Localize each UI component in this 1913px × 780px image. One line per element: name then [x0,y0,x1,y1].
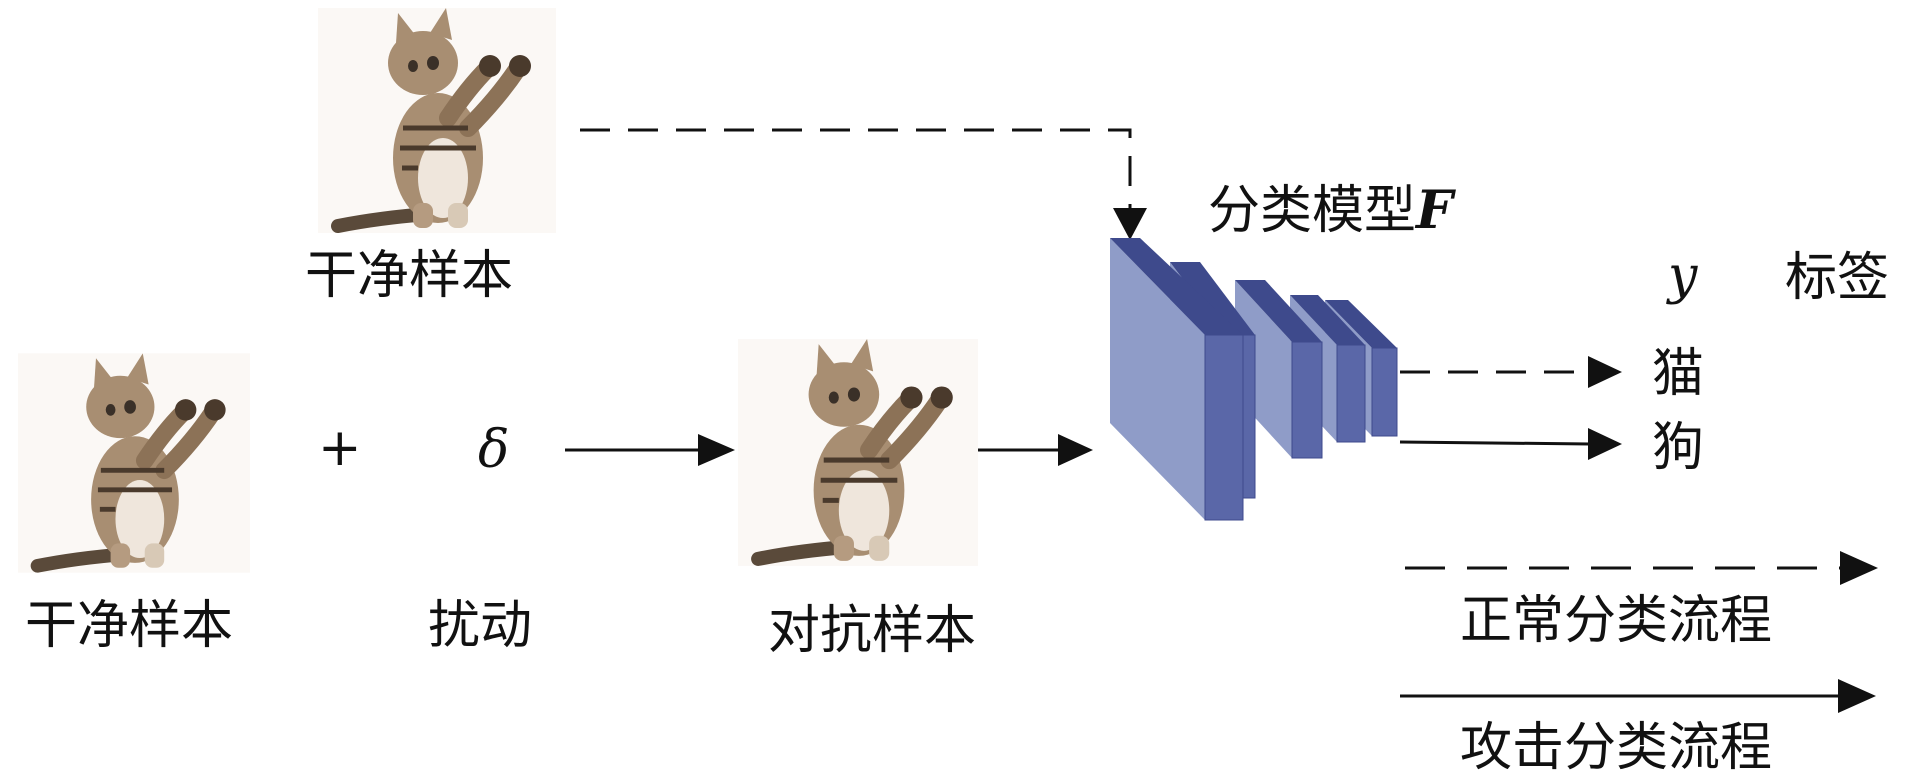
model-layer-3-top [1235,280,1322,342]
clean-sample-left-label: 干净样本 [25,596,234,656]
normal-output-arrowhead [1588,356,1622,388]
classifier-model-layers [1110,238,1398,521]
model-layer-5-top [1325,300,1397,348]
label-heading: 标签 [1785,248,1890,308]
cat-image-clean-top [318,8,556,233]
legend-normal-arrowhead [1840,551,1878,585]
adversarial-to-model-arrowhead [1058,434,1093,466]
cat-image-clean-left [18,353,250,573]
perturbation-label: 扰动 [428,596,533,656]
legend-attack-arrowhead [1838,679,1876,713]
y-symbol: y [1668,246,1698,306]
model-layer-1-front [1204,334,1244,521]
attack-output-solid-arrow [1399,440,1591,446]
cat-image-adversarial [738,339,978,566]
classifier-model-text: 分类模型 [1208,181,1417,241]
legend-normal-label: 正常分类流程 [1460,591,1773,651]
model-layer-3-side [1235,280,1292,458]
model-layer-2-top [1170,262,1255,335]
model-layer-4-front [1336,344,1366,443]
model-layer-3-front [1291,341,1323,459]
output-dog-label: 狗 [1652,418,1705,478]
adversarial-sample-label: 对抗样本 [768,601,977,661]
classifier-model-symbol: F [1416,180,1453,241]
attack-output-arrowhead [1588,428,1622,460]
model-layer-5-front [1371,347,1398,437]
model-layer-1-side [1110,238,1205,520]
normal-flow-arrowhead [1113,208,1147,240]
normal-flow-dashed-connector [580,128,1132,232]
clean-sample-top-label: 干净样本 [305,246,514,306]
legend-attack-label: 攻击分类流程 [1460,718,1773,778]
plus-sign: + [318,418,362,478]
perturbation-arrowhead [698,434,735,466]
model-layer-1-top [1110,238,1243,335]
delta-symbol: δ [478,420,510,480]
model-layer-4-top [1290,295,1365,345]
classifier-model-title: 分类模型F [1208,185,1453,238]
output-cat-label: 猫 [1652,344,1705,404]
